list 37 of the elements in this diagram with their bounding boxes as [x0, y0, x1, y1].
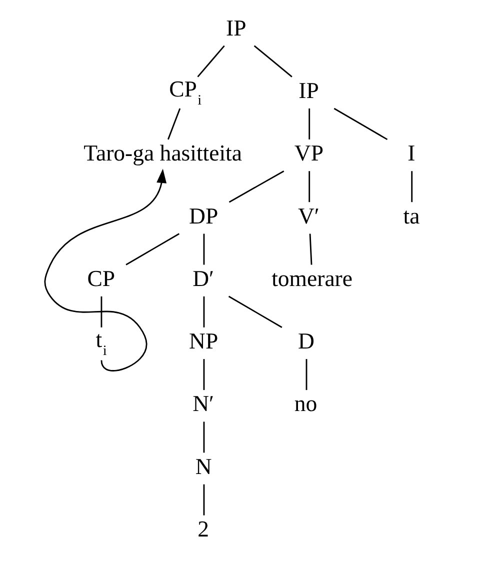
connector — [126, 233, 180, 266]
node-text: N — [195, 454, 212, 479]
node-text: N′ — [192, 391, 214, 416]
connector — [203, 234, 205, 265]
node-text: DP — [189, 203, 218, 228]
node-text: CP — [87, 266, 116, 291]
node-text: IP — [298, 78, 319, 103]
connector — [411, 171, 413, 202]
node-text: IP — [226, 15, 246, 40]
connector — [167, 108, 181, 140]
node-text: D — [298, 328, 314, 354]
node-text: ta — [403, 203, 420, 228]
connector — [309, 234, 312, 265]
connector — [203, 422, 205, 453]
node-text: VP — [294, 140, 324, 166]
connector — [203, 484, 205, 516]
connector — [197, 45, 225, 78]
node-text: no — [294, 391, 318, 416]
connector — [254, 45, 292, 78]
connector — [334, 108, 388, 140]
node-text: t$_{i}$ — [96, 327, 107, 360]
connector — [228, 296, 282, 328]
node-text: I — [408, 140, 416, 166]
node-text: NP — [189, 328, 218, 354]
connector — [228, 170, 284, 203]
node-text: V′ — [298, 203, 320, 228]
node-text: Taro-ga hasitteita — [84, 140, 242, 166]
connector — [308, 171, 310, 202]
connector — [308, 108, 310, 140]
node-text: tomerare — [272, 266, 353, 291]
connector — [203, 359, 205, 390]
node-text: CP$_{i}$ — [169, 76, 202, 109]
connector — [203, 296, 205, 328]
node-text: D′ — [192, 266, 214, 291]
connector — [100, 296, 102, 328]
connector — [306, 359, 308, 390]
node-text: 2 — [198, 516, 209, 542]
